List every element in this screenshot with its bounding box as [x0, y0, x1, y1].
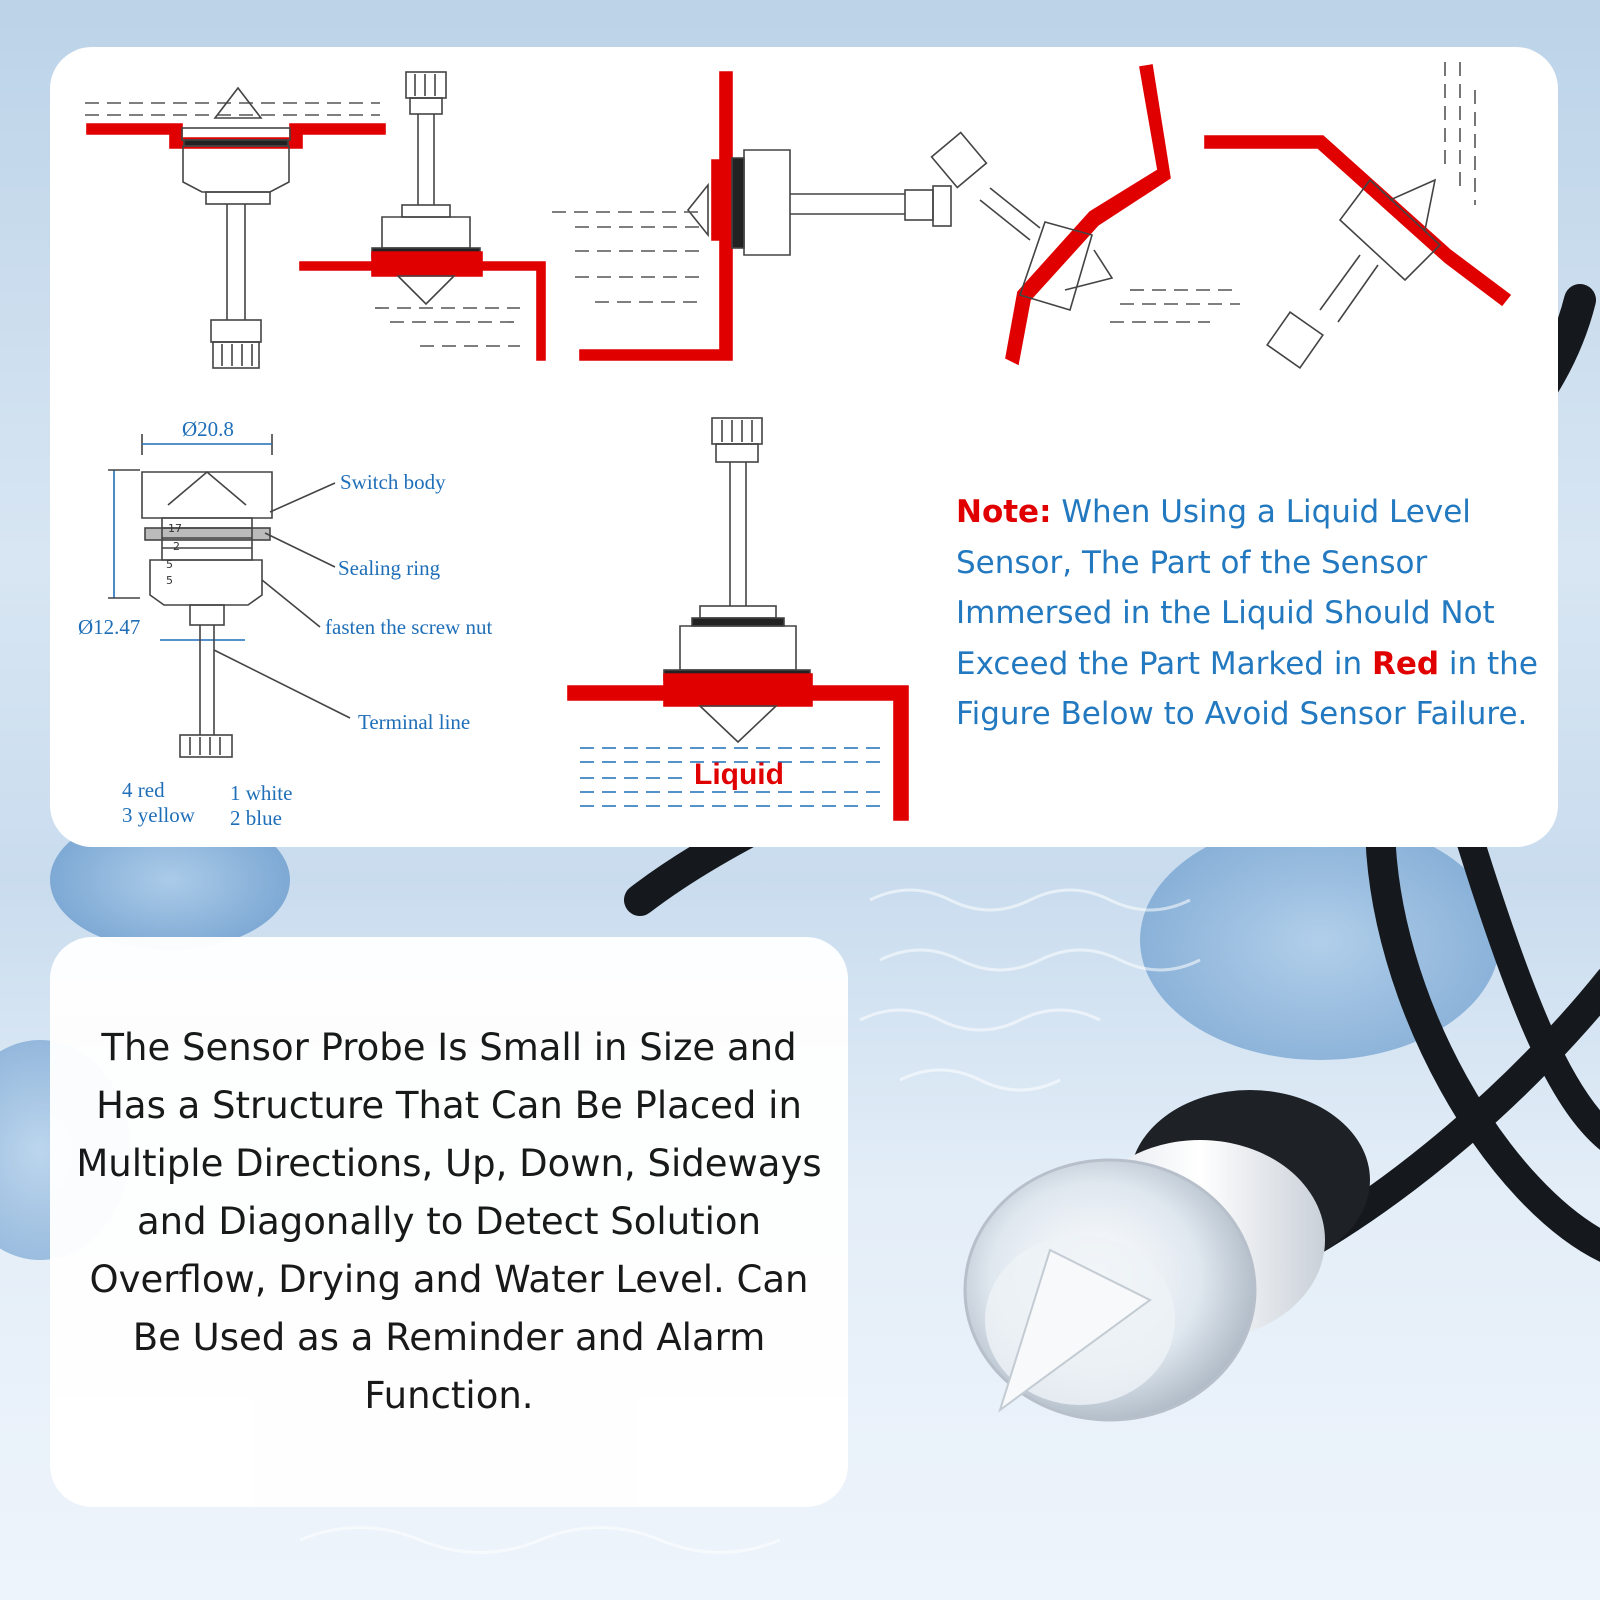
mount-diagram-side: [552, 71, 952, 361]
switch-body-callout: Switch body: [340, 470, 446, 494]
mount-diagram-angled-up: [1204, 62, 1512, 369]
usage-note: Note: When Using a Liquid Level Sensor, …: [956, 487, 1546, 740]
mount-diagram-bottom-down: [299, 71, 546, 361]
note-text-part1: When Using a Liquid Level Sensor, The Pa…: [956, 494, 1495, 682]
diameter-top-label: Ø20.8: [182, 417, 234, 441]
wire-yellow-label: 3 yellow: [122, 803, 196, 827]
dim-17-label: 17: [168, 522, 182, 535]
note-prefix: Note:: [956, 494, 1052, 530]
blue-bottle-shape: [1140, 820, 1500, 1060]
liquid-label: Liquid: [694, 758, 784, 791]
sealing-ring-callout: Sealing ring: [338, 556, 441, 580]
terminal-line-callout: Terminal line: [358, 710, 470, 734]
liquid-example-diagram: [567, 417, 909, 821]
note-text-part2: in the Figure Below to Avoid Sensor Fail…: [956, 645, 1538, 733]
note-red-word: Red: [1371, 645, 1440, 682]
mount-diagram-top-up: [85, 86, 386, 369]
diagram-card: [50, 47, 1558, 847]
wire-blue-label: 2 blue: [230, 806, 282, 830]
dim-5b-label: 5: [166, 574, 173, 587]
installation-diagrams: Ø20.8 Ø12.47 17 2 5 5 Switch body Sealin…: [78, 62, 1512, 830]
dim-2-label: 2: [173, 540, 180, 553]
wire-red-label: 4 red: [122, 778, 165, 802]
screw-nut-callout: fasten the screw nut: [325, 615, 493, 639]
product-description: The Sensor Probe Is Small in Size and Ha…: [76, 1026, 822, 1417]
dim-5a-label: 5: [166, 558, 173, 571]
description-card: The Sensor Probe Is Small in Size and Ha…: [50, 937, 848, 1507]
mount-diagram-diagonal: [930, 64, 1240, 366]
sensor-probe-photo: [963, 1090, 1370, 1422]
dimension-drawing: [108, 434, 351, 758]
diameter-bottom-label: Ø12.47: [78, 615, 140, 639]
water-ripples: [299, 888, 1201, 1554]
wire-white-label: 1 white: [230, 781, 292, 805]
